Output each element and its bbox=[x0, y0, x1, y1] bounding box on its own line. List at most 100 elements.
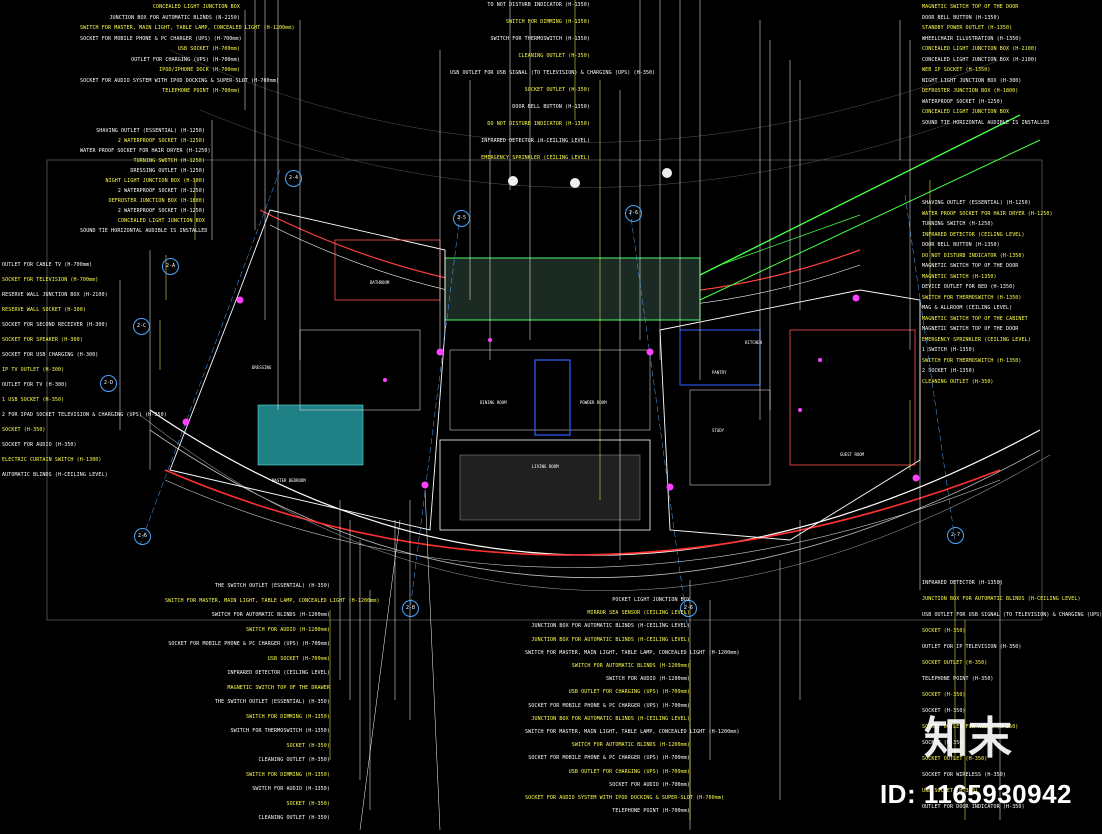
annotation-label: SWITCH FOR MASTER, MAIN LIGHT, TABLE LAM… bbox=[80, 25, 295, 31]
annotation-label: IPOD/IPHONE DOCK (H-700mm) bbox=[159, 67, 240, 73]
annotation-label: AUTOMATIC BLINDS (H-CEILING LEVEL) bbox=[2, 472, 108, 478]
annotation-label: SOCKET FOR AUDIO (H-700mm) bbox=[609, 781, 690, 788]
annotation-label: TELEPHONE POINT (H-700mm) bbox=[612, 808, 690, 815]
room-label: DRESSING bbox=[252, 365, 272, 370]
annotation-label: JUNCTION BOX FOR AUTOMATIC BLINDS (H-CEI… bbox=[531, 636, 690, 643]
guest-room-block bbox=[789, 329, 916, 466]
annotation-label: IP TV OUTLET (H-300) bbox=[2, 367, 65, 373]
annotation-label: OUTLET FOR DOOR INDICATOR (H-350) bbox=[922, 804, 1025, 810]
annotation-label: DOOR BELL BUTTON (H-1350) bbox=[512, 104, 590, 110]
annotation-label: SOCKET (H-350) bbox=[286, 742, 330, 749]
annotation-label: JUNCTION BOX FOR AUTOMATIC BLINDS (N-215… bbox=[109, 14, 240, 21]
annotation-label: SHAVING OUTLET (ESSENTIAL) (H-1250) bbox=[96, 128, 205, 134]
grid-tag: 2-B bbox=[402, 600, 419, 617]
annotation-label: SWITCH FOR THERMOSWITCH (H-1350) bbox=[922, 294, 1022, 301]
annotation-label: SOCKET FOR SPEAKER (H-300) bbox=[2, 337, 83, 343]
annotation-label: SWITCH FOR MASTER, MAIN LIGHT, TABLE LAM… bbox=[525, 649, 740, 656]
annotation-label: SWITCH FOR THERMOSWITCH (H-1350) bbox=[922, 357, 1022, 364]
annotation-label: SOCKET OUTLET (H-350) bbox=[524, 87, 590, 93]
annotation-label: 1 SWITCH (H-1350) bbox=[922, 347, 975, 353]
room-label: BATHROOM bbox=[370, 280, 390, 285]
dining-room-block bbox=[449, 349, 651, 431]
annotation-label: USB OUTLET FOR USB SIGNAL (TO TELEVISION… bbox=[922, 612, 1102, 618]
grid-tag: 2-6 bbox=[134, 528, 151, 545]
annotation-label: CLEANING OUTLET (H-350) bbox=[518, 53, 590, 59]
annotation-label: SOCKET FOR MOBILE PHONE & PC CHARGER (UP… bbox=[80, 35, 242, 42]
annotation-label: SOCKET (H-350) bbox=[2, 427, 46, 433]
annotation-label: SOCKET FOR WIRELESS (H-350) bbox=[922, 772, 1006, 778]
annotation-label: SWITCH FOR AUDIO (H-1200mm) bbox=[246, 626, 330, 633]
bathtub-teal-zone bbox=[257, 404, 364, 466]
image-id-watermark: ID: 1165930942 bbox=[879, 779, 1072, 809]
annotation-label: SOCKET (H-350) bbox=[286, 800, 330, 807]
annotation-label: POCKET LIGHT JUNCTION BOX bbox=[612, 597, 690, 603]
annotation-label: MAGNETIC SWITCH TOP OF THE CABINET bbox=[922, 315, 1028, 322]
axis-line-3 bbox=[409, 214, 461, 611]
annotation-label: MIRROR SEA SENSOR (CEILING LEVEL) bbox=[587, 610, 690, 617]
top-arc-1 bbox=[169, 49, 1001, 143]
annotation-label: USB SOCKET (H-700mm) bbox=[177, 46, 240, 52]
annotation-label: INFRARED DETECTOR (H-CEILING LEVEL) bbox=[481, 138, 590, 144]
annotation-label: MAGNETIC SWITCH TOP OF THE DOOR bbox=[922, 326, 1019, 332]
annotation-label: SOCKET FOR SECOND RECEIVER (H-300) bbox=[2, 322, 108, 328]
annotation-label: EMERGENCY SPRINKLER (CEILING LEVEL) bbox=[481, 155, 590, 161]
annotation-label: SWITCH FOR MASTER, MAIN LIGHT, TABLE LAM… bbox=[525, 729, 740, 735]
brand-logo-watermark: 知末 bbox=[924, 713, 1012, 764]
room-label: STUDY bbox=[712, 428, 725, 433]
annotation-label: SWITCH FOR DIMMING (H-1350) bbox=[246, 713, 330, 720]
annotation-label: DEVICE OUTLET FOR BED (H-1350) bbox=[922, 284, 1016, 290]
annotation-label: TELEPHONE POINT (H-700mm) bbox=[162, 88, 240, 94]
kitchen-block bbox=[679, 329, 761, 386]
annotation-label: TURNING SWITCH (H-1250) bbox=[133, 158, 205, 164]
annotation-label: SWITCH FOR THERMOSWITCH (H-1350) bbox=[230, 728, 330, 734]
facade-balcony-line bbox=[149, 429, 1041, 578]
facade-inner-line bbox=[164, 479, 1001, 568]
annotation-label: 2 SOCKET (H-1350) bbox=[922, 368, 975, 374]
annotation-label: SOCKET (H-350) bbox=[922, 708, 966, 714]
room-label: POWDER ROOM bbox=[580, 400, 607, 405]
annotation-label: USB OUTLET FOR CHARGING (UPS) (H-700mm) bbox=[568, 689, 690, 696]
grid-tag: 2-6 bbox=[625, 205, 642, 222]
annotation-label: WATERPROOF SOCKET (H-1250) bbox=[922, 98, 1003, 105]
annotation-label: 2 WATERPROOF SOCKET (H-1250) bbox=[117, 208, 205, 214]
room-label: DINING ROOM bbox=[480, 400, 507, 405]
annotation-label: USB OUTLET FOR USB SIGNAL (TO TELEVISION… bbox=[450, 70, 656, 76]
center-core-blue bbox=[534, 359, 571, 436]
annotation-label: CLEANING OUTLET (H-350) bbox=[922, 378, 994, 385]
annotation-label: DO NOT DISTURB INDICATOR (H-1350) bbox=[922, 252, 1025, 259]
annotation-label: INFRARED DETECTOR (CEILING LEVEL) bbox=[922, 231, 1025, 238]
annotation-label: DRESSING OUTLET (H-1250) bbox=[130, 168, 205, 174]
annotation-label: SWITCH FOR AUTOMATIC BLINDS (H-1200mm) bbox=[571, 663, 690, 669]
annotation-label: USB SOCKET (H-700mm) bbox=[267, 655, 330, 662]
grid-tag: 2-A bbox=[162, 258, 179, 275]
annotation-label: TELEPHONE POINT (H-350) bbox=[922, 676, 994, 682]
device-markers bbox=[182, 294, 920, 491]
annotation-label: THE SWITCH OUTLET (ESSENTIAL) (H-350) bbox=[214, 699, 330, 705]
annotation-label: NIGHT LIGHT JUNCTION BOX (H-300) bbox=[105, 178, 205, 184]
annotation-label: SWITCH FOR AUTOMATIC BLINDS (H-1200mm) bbox=[571, 742, 690, 749]
annotation-label: ELECTRIC CURTAIN SWITCH (H-1300) bbox=[2, 457, 102, 463]
annotation-label: SOCKET FOR MOBILE PHONE & PC CHARGER (UP… bbox=[528, 755, 690, 762]
annotation-label: OUTLET FOR CABLE TV (H-700mm) bbox=[2, 262, 93, 268]
annotation-label: SOCKET (H-350) bbox=[922, 692, 966, 698]
room-label: PANTRY bbox=[712, 370, 727, 375]
annotation-label: CONCEALED LIGHT JUNCTION BOX bbox=[922, 109, 1010, 115]
annotation-label: OUTLET FOR TV (H-300) bbox=[2, 382, 68, 388]
annotation-label: WHEELCHAIR ILLUSTRATION (H-1350) bbox=[922, 35, 1022, 42]
annotation-label: CONCEALED LIGHT JUNCTION BOX (H-2100) bbox=[922, 46, 1038, 52]
grid-tag: 2-C bbox=[133, 318, 150, 335]
annotation-label: WEB IP SOCKET (H-1350) bbox=[922, 67, 991, 73]
grid-tag: 2-4 bbox=[285, 170, 302, 187]
green-line-1 bbox=[699, 114, 1021, 276]
annotation-label: RESERVE WALL SOCKET (H-300) bbox=[2, 307, 86, 313]
annotation-label: TO NOT DISTURB INDICATOR (H-1350) bbox=[487, 2, 590, 8]
annotation-label: THE SWITCH OUTLET (ESSENTIAL) (H-350) bbox=[214, 583, 330, 589]
annotation-label: SWITCH FOR AUTOMATIC BLINDS (H-1200mm) bbox=[211, 612, 330, 618]
annotation-label: SOCKET OUTLET (H-350) bbox=[922, 756, 988, 762]
dressing-block bbox=[299, 329, 421, 411]
annotation-label: SWITCH FOR AUDIO (H-1200mm) bbox=[606, 676, 690, 683]
leader-lines-yellow bbox=[159, 0, 966, 820]
annotation-label: 1 USB SOCKET (H-350) bbox=[2, 397, 65, 403]
annotation-label: SWITCH FOR DIMMING (H-1350) bbox=[246, 771, 330, 778]
